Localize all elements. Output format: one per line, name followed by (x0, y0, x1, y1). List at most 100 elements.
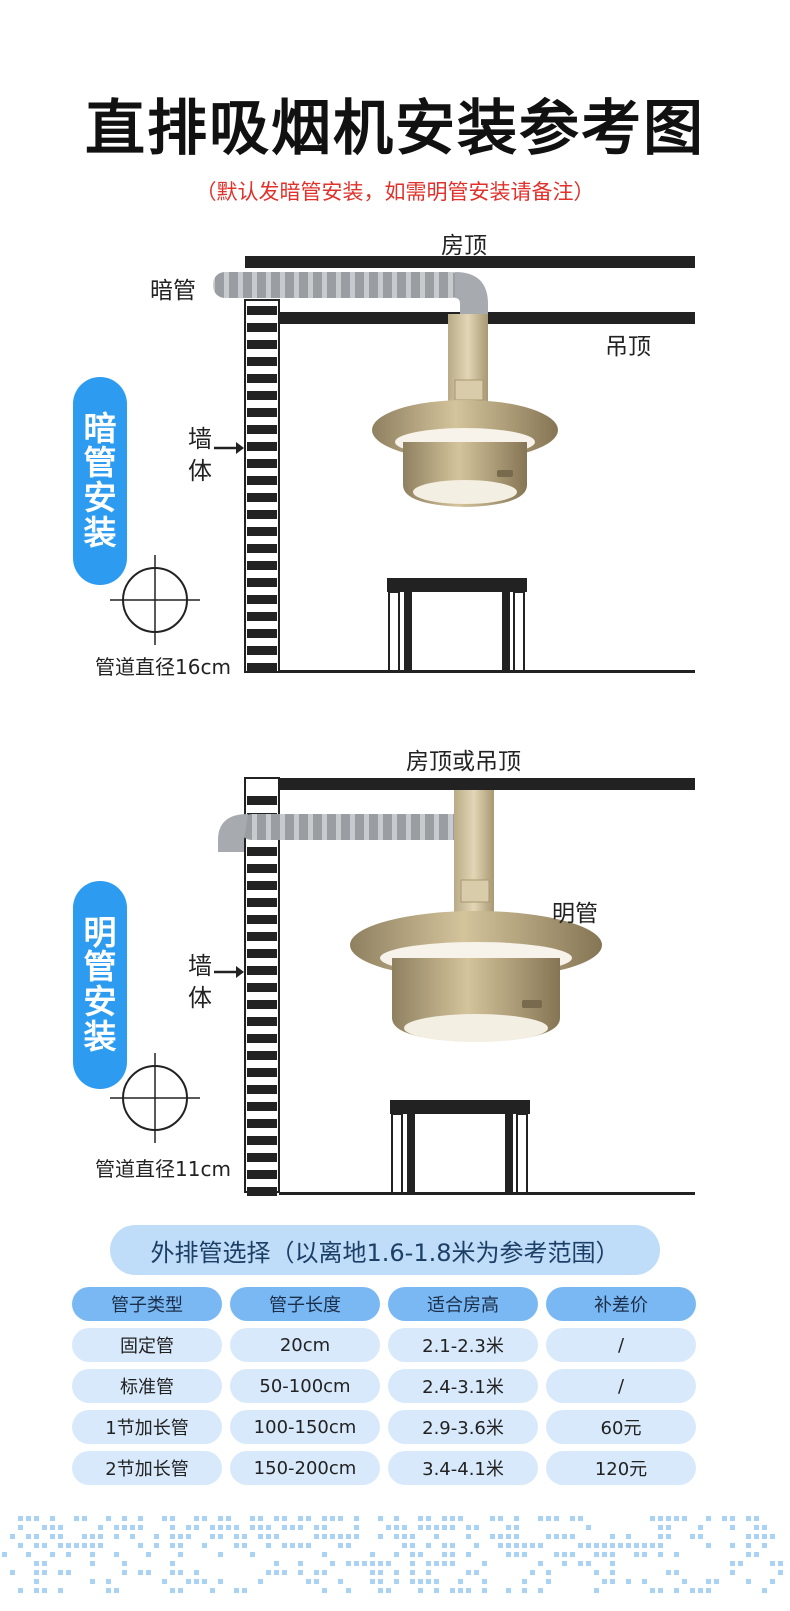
wall-brick (247, 1017, 277, 1026)
decorative-dot (370, 1561, 375, 1566)
decorative-dot (42, 1570, 47, 1575)
decorative-dot (634, 1552, 639, 1557)
decorative-dot (770, 1579, 775, 1584)
decorative-dot (434, 1561, 439, 1566)
decorative-dot (634, 1543, 639, 1548)
decorative-dot (114, 1588, 119, 1593)
wall-brick (247, 442, 277, 451)
wall-brick (247, 932, 277, 941)
decorative-dot (586, 1561, 591, 1566)
concealed-install-diagram (110, 256, 695, 673)
decorative-dot (306, 1543, 311, 1548)
decorative-dot (546, 1579, 551, 1584)
decorative-dot (290, 1543, 295, 1548)
decorative-dot (642, 1552, 647, 1557)
decorative-dot (554, 1534, 559, 1539)
decorative-dot (706, 1579, 711, 1584)
decorative-dot (66, 1552, 71, 1557)
decorative-dot (418, 1588, 423, 1593)
decorative-dot (610, 1570, 615, 1575)
decorative-dot (234, 1525, 239, 1530)
decorative-dot (474, 1543, 479, 1548)
decorative-dot (442, 1525, 447, 1530)
decorative-dot (426, 1570, 431, 1575)
decorative-dot (50, 1525, 55, 1530)
wall-brick (247, 357, 277, 366)
decorative-dot (266, 1525, 271, 1530)
decorative-dot (666, 1570, 671, 1575)
wall-brick (247, 983, 277, 992)
decorative-dot (450, 1543, 455, 1548)
decorative-dot (394, 1552, 399, 1557)
decorative-dot (650, 1543, 655, 1548)
roof-label: 房顶 (441, 233, 487, 259)
decorative-dot (698, 1588, 703, 1593)
decorative-dot (450, 1516, 455, 1521)
decorative-dot (114, 1534, 119, 1539)
pipe-selection-banner: 外排管选择（以离地1.6-1.8米为参考范围） (110, 1225, 660, 1275)
decorative-dot (242, 1543, 247, 1548)
decorative-dot (770, 1534, 775, 1539)
decorative-dot (218, 1516, 223, 1521)
decorative-dot (66, 1570, 71, 1575)
wall-brick (247, 881, 277, 890)
decorative-dot (258, 1534, 263, 1539)
side-tab-char: 安 (83, 982, 117, 1021)
table (390, 1100, 530, 1195)
decorative-dot (306, 1579, 311, 1584)
decorative-dot (306, 1516, 311, 1521)
decorative-dot (442, 1561, 447, 1566)
decorative-dot (314, 1534, 319, 1539)
decorative-dot (418, 1516, 423, 1521)
decorative-dot (394, 1570, 399, 1575)
decorative-dot (130, 1534, 135, 1539)
decorative-dot (610, 1579, 615, 1584)
decorative-dot (746, 1579, 751, 1584)
decorative-dot (426, 1543, 431, 1548)
decorative-dot (50, 1516, 55, 1521)
wall-brick (247, 1119, 277, 1128)
roof-beam (245, 778, 695, 790)
decorative-dot (322, 1516, 327, 1521)
decorative-dot (618, 1543, 623, 1548)
decorative-dot (594, 1588, 599, 1593)
decorative-dot (34, 1543, 39, 1548)
decorative-dot (26, 1534, 31, 1539)
decorative-dot (498, 1534, 503, 1539)
decorative-dot (346, 1588, 351, 1593)
decorative-dot (194, 1516, 199, 1521)
side-tab-char: 明 (83, 912, 117, 952)
decorative-dot (746, 1534, 751, 1539)
decorative-dot (322, 1570, 327, 1575)
wall-brick (247, 510, 277, 519)
decorative-dot (106, 1588, 111, 1593)
wall-label-line1: 墙 (188, 425, 212, 453)
decorative-dot (626, 1543, 631, 1548)
decorative-dot (426, 1525, 431, 1530)
decorative-dot (562, 1561, 567, 1566)
decorative-dot (402, 1525, 407, 1530)
decorative-dot (626, 1534, 631, 1539)
decorative-dot (138, 1525, 143, 1530)
decorative-dot (434, 1534, 439, 1539)
decorative-dot (18, 1525, 23, 1530)
concealed-duct (213, 272, 463, 298)
decorative-dot (586, 1525, 591, 1530)
decorative-dot (378, 1570, 383, 1575)
wall-brick (247, 527, 277, 536)
decorative-dot (106, 1579, 111, 1584)
exposed-duct (240, 814, 468, 840)
decorative-dot (298, 1525, 303, 1530)
decorative-dot (754, 1525, 759, 1530)
decorative-dot (170, 1570, 175, 1575)
decorative-dot (346, 1561, 351, 1566)
side-tab-char: 装 (83, 512, 117, 552)
decorative-dot (274, 1534, 279, 1539)
table-cell: 60元 (546, 1410, 696, 1444)
decorative-dot (146, 1570, 151, 1575)
table-cell: / (546, 1328, 696, 1362)
decorative-dot (674, 1516, 679, 1521)
floor-line (279, 670, 695, 673)
decorative-dot (258, 1525, 263, 1530)
decorative-dot (458, 1588, 463, 1593)
